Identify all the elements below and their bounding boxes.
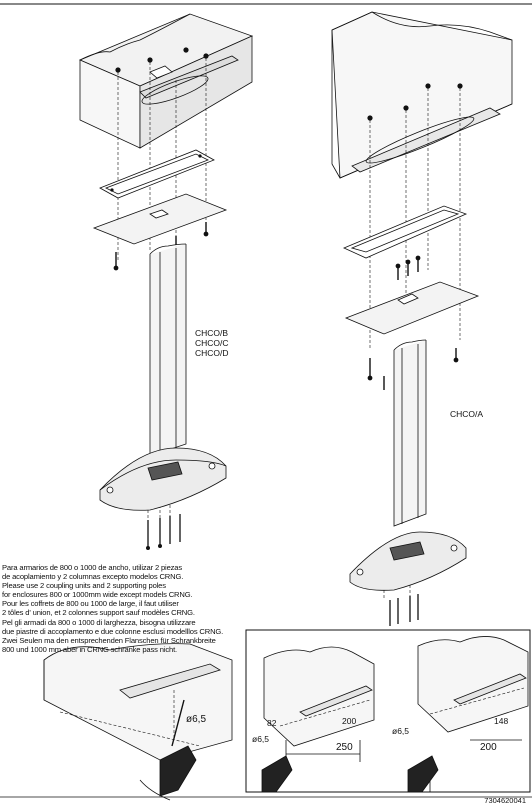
right-base-screws: [389, 594, 419, 626]
instruction-line: 2 tôles d' union, et 2 colonnes support …: [2, 608, 195, 618]
dimension-200-mid: 200: [342, 716, 357, 726]
instruction-line: Zwei Seulen ma den entsprechenden Flansc…: [2, 635, 216, 645]
right-pole: [393, 339, 427, 527]
detail-frame: [245, 629, 531, 793]
instruction-line: de acoplamiento y 2 columnas excepto mod…: [2, 572, 184, 582]
right-enclosure: [331, 11, 513, 179]
dimension-148: 148: [494, 716, 509, 726]
left-model-label: CHCO/B: [195, 328, 229, 338]
drill-diameter-left: ø6,5: [186, 714, 207, 725]
right-gasket: [343, 205, 468, 259]
instruction-line: for enclosures 800 or 1000mm wide except…: [2, 590, 193, 600]
right-screws: [367, 255, 459, 390]
instruction-line: 800 und 1000 mm aber in CRNG schränke pa…: [2, 644, 177, 654]
left-pole: [149, 243, 187, 457]
instruction-line: due piastre di accoplamento e due colonn…: [2, 626, 224, 636]
dimension-200-right: 200: [480, 742, 497, 753]
right-base: [349, 531, 467, 591]
left-gasket: [99, 149, 215, 199]
detail-right-cabinet: [407, 636, 529, 793]
instruction-line: Please use 2 coupling units and 2 suppor…: [2, 581, 166, 591]
instruction-line: Pel gli armadi da 800 o 1000 di larghezz…: [2, 617, 196, 627]
dimension-250: 250: [336, 742, 353, 753]
left-base-screws: [145, 514, 181, 551]
drill-detail-left: [43, 643, 233, 801]
dimension-82: 82: [267, 718, 277, 728]
left-model-label: CHCO/C: [195, 338, 229, 348]
drill-diameter-mid: ø6,5: [252, 734, 270, 744]
left-model-label: CHCO/D: [195, 348, 229, 358]
left-base: [99, 447, 227, 511]
instruction-line: Pour les coffrets de 800 ou 1000 de larg…: [2, 599, 179, 609]
right-model-label: CHCO/A: [450, 409, 484, 419]
right-coupling-plate: [344, 281, 480, 335]
left-model-labels: CHCO/B CHCO/C CHCO/D: [195, 328, 229, 358]
drill-diameter-right: ø6,5: [392, 726, 410, 736]
left-coupling-plate: [92, 193, 228, 245]
document-code: 7304620041: [484, 796, 526, 805]
left-enclosure: [78, 13, 254, 149]
instruction-line: Para armarios de 800 o 1000 de ancho, ut…: [2, 563, 183, 572]
instruction-text: Para armarios de 800 o 1000 de ancho, ut…: [2, 563, 272, 654]
detail-mid-cabinet: [261, 646, 375, 793]
